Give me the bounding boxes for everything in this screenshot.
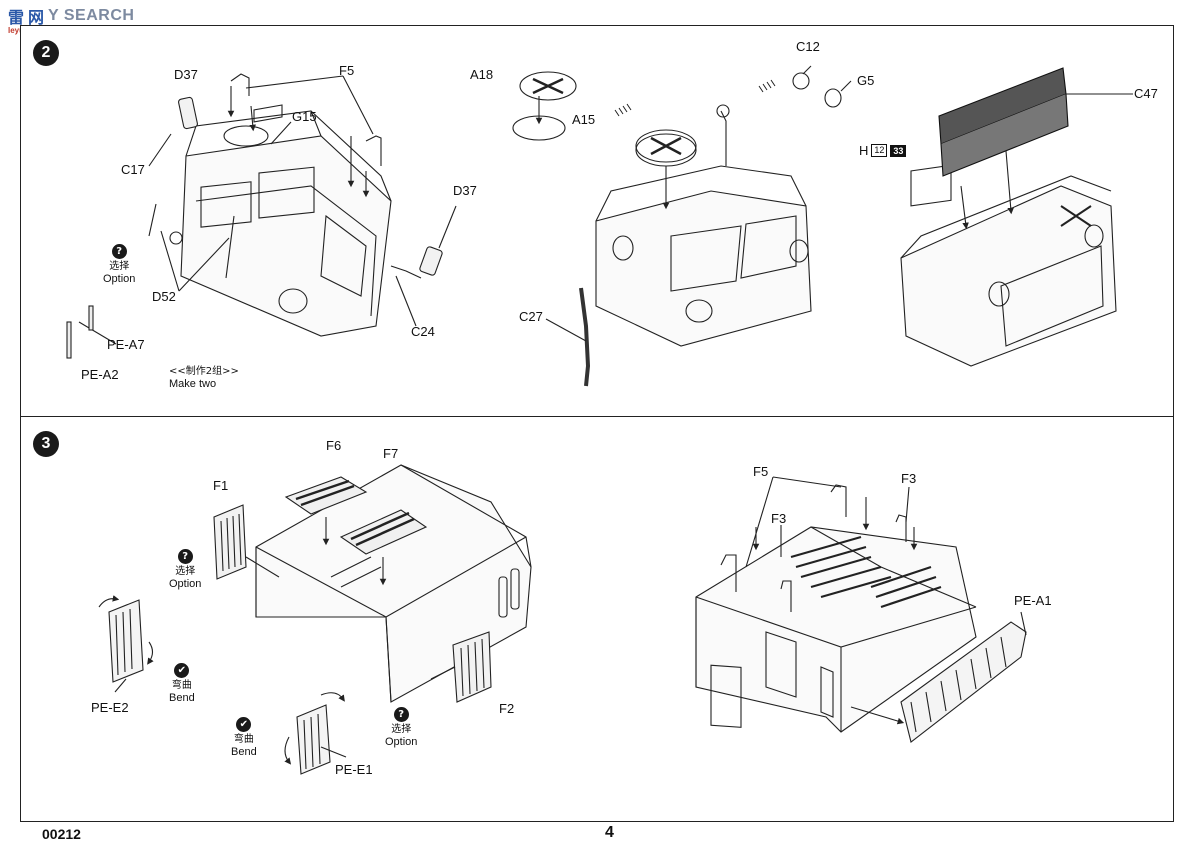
- label-d37-right: D37: [453, 183, 477, 198]
- label-pe-e2: PE-E2: [91, 700, 129, 715]
- option-zh: 选择: [391, 724, 412, 735]
- label-c17: C17: [121, 162, 145, 177]
- bend-en: Bend: [231, 746, 257, 758]
- step-2-panel: 2: [20, 25, 1174, 417]
- bend-en: Bend: [169, 692, 195, 704]
- label-c12: C12: [796, 39, 820, 54]
- label-d52: D52: [152, 289, 176, 304]
- middle-cab-illustration: [512, 65, 852, 387]
- left-cab-illustration: [66, 73, 457, 359]
- catalog-number: 00212: [42, 826, 81, 842]
- bend-zh: 弯曲: [233, 734, 254, 745]
- option-zh: 选择: [175, 566, 196, 577]
- label-f5-step3: F5: [753, 464, 769, 479]
- step-3-drawing: [98, 464, 1027, 775]
- bend-check-icon: ✔: [236, 717, 252, 732]
- paint-code-letter: H: [859, 143, 869, 158]
- bend-note-left: ✔ 弯曲 Bend: [169, 663, 195, 705]
- label-f3-mid: F3: [771, 511, 787, 526]
- option-note-step3-bottom: ? 选择 Option: [385, 707, 417, 749]
- paint-code-box-1: 12: [871, 144, 888, 157]
- label-f5: F5: [339, 63, 355, 78]
- label-a18: A18: [470, 67, 494, 82]
- page-number: 4: [605, 824, 614, 841]
- label-d37-top: D37: [174, 67, 198, 82]
- paint-code-box-2: 33: [890, 144, 907, 157]
- make-two-note: <<制作2组>> Make two: [169, 366, 239, 391]
- label-f2: F2: [499, 701, 515, 716]
- question-mark-icon: ?: [111, 244, 127, 259]
- watermark-zh-2: 网: [28, 10, 45, 27]
- label-f1: F1: [213, 478, 229, 493]
- label-f7: F7: [383, 446, 399, 461]
- step-2-drawing: [66, 65, 1133, 387]
- left-hood-illustration: [98, 464, 532, 775]
- label-g15: G15: [292, 109, 317, 124]
- option-en: Option: [169, 578, 202, 590]
- option-note-step3-left: ? 选择 Option: [169, 549, 201, 591]
- step-3-number: 3: [33, 431, 59, 457]
- bend-check-icon: ✔: [174, 663, 190, 678]
- option-en: Option: [385, 736, 418, 748]
- watermark-zh-1: 雷: [8, 10, 25, 27]
- label-c24: C24: [411, 324, 435, 339]
- option-en: Option: [103, 273, 136, 285]
- label-pe-e1: PE-E1: [335, 762, 373, 777]
- question-mark-icon: ?: [393, 707, 409, 722]
- paint-code-h: H 12 33: [859, 143, 907, 158]
- label-pe-a7: PE-A7: [107, 337, 145, 352]
- label-g5: G5: [857, 73, 875, 88]
- option-note-step2: ? 选择 Option: [103, 244, 135, 286]
- bend-note-bottom: ✔ 弯曲 Bend: [231, 717, 257, 759]
- bend-zh: 弯曲: [171, 680, 192, 691]
- watermark-text: Y SEARCH: [48, 7, 135, 24]
- label-f3-top: F3: [901, 471, 917, 486]
- question-mark-icon: ?: [177, 549, 193, 564]
- label-c27: C27: [519, 309, 543, 324]
- right-cab-illustration: [900, 67, 1133, 367]
- label-a15: A15: [572, 112, 596, 127]
- label-f6: F6: [326, 438, 342, 453]
- label-c47: C47: [1134, 86, 1158, 101]
- label-pe-a1: PE-A1: [1014, 593, 1052, 608]
- step-2-number: 2: [33, 40, 59, 66]
- right-hood-illustration: [695, 476, 1027, 743]
- make-two-zh: <<制作2组>>: [169, 366, 239, 377]
- option-zh: 选择: [109, 261, 130, 272]
- make-two-en: Make two: [169, 378, 217, 390]
- step-3-panel: 3: [20, 417, 1174, 822]
- label-pe-a2: PE-A2: [81, 367, 119, 382]
